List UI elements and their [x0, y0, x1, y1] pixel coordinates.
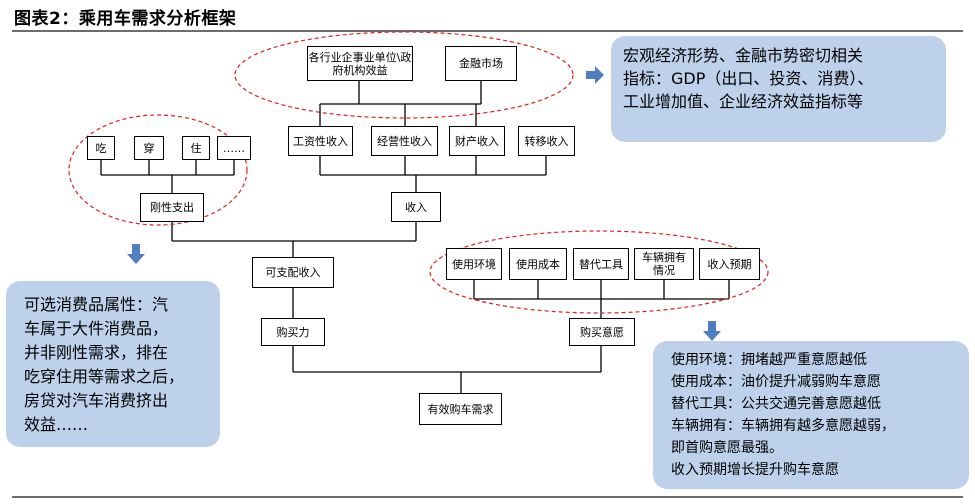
callout-intent-line: 使用环境：拥堵越严重意愿越低: [671, 352, 867, 368]
box-rigid-spending: 刚性支出: [140, 193, 204, 222]
box-income-expect-label: 收入预期: [707, 257, 752, 271]
box-enterprises: 各行业企事业单位\政府机构效益: [307, 46, 413, 81]
bottom-divider: [12, 496, 963, 498]
box-transfer-income: 转移收入: [518, 126, 575, 156]
box-substitute: 替代工具: [573, 248, 629, 280]
box-ownership: 车辆拥有情况: [634, 248, 694, 280]
box-eat: 吃: [87, 136, 115, 160]
callout-intent-line: 收入预期增长提升购车意愿: [671, 462, 839, 478]
callout-consumer-line: 房贷对汽车消费挤出: [24, 391, 169, 410]
top-divider: [12, 30, 963, 32]
box-etc-label: ……: [223, 141, 245, 155]
arrow-down-icon: [127, 244, 145, 264]
box-disposable-income: 可支配收入: [252, 257, 334, 288]
box-business-income: 经营性收入: [371, 126, 438, 156]
box-usage-cost: 使用成本: [509, 248, 567, 280]
box-income: 收入: [391, 192, 441, 222]
box-effective-demand: 有效购车需求: [419, 393, 502, 425]
box-property-income-label: 财产收入: [455, 134, 499, 148]
callout-macro-line: 指标：GDP（出口、投资、消费）、: [623, 69, 874, 88]
box-purchasing-power-label: 购买力: [276, 325, 310, 339]
box-rigid-spending-label: 刚性支出: [150, 201, 194, 214]
callout-consumer: 可选消费品属性：汽 车属于大件消费品， 并非刚性需求，排在 吃穿住用等需求之后，…: [6, 281, 220, 447]
callout-intent-line: 车辆拥有：车辆拥有越多意愿越弱，: [671, 418, 895, 434]
box-purchase-intent: 购买意愿: [569, 318, 635, 346]
callout-intent: 使用环境：拥堵越严重意愿越低 使用成本：油价提升减弱购车意愿 替代工具：公共交通…: [653, 341, 969, 489]
box-property-income: 财产收入: [449, 126, 505, 156]
box-wage-income: 工资性收入: [288, 126, 353, 156]
box-substitute-label: 替代工具: [579, 257, 623, 271]
callout-consumer-line: 吃穿住用等需求之后，: [24, 367, 185, 386]
box-business-income-label: 经营性收入: [377, 134, 432, 148]
arrow-down-icon: [703, 321, 721, 341]
callout-consumer-line: 车属于大件消费品，: [24, 319, 169, 338]
box-income-label: 收入: [405, 200, 427, 214]
box-usage-env: 使用环境: [446, 248, 502, 280]
box-usage-cost-label: 使用成本: [516, 257, 560, 271]
box-eat-label: 吃: [95, 141, 107, 155]
box-etc: ……: [217, 136, 251, 160]
box-live-label: 住: [190, 141, 202, 155]
box-effective-demand-label: 有效购车需求: [427, 402, 494, 416]
callout-consumer-line: 可选消费品属性：汽: [24, 295, 169, 314]
box-usage-env-label: 使用环境: [452, 257, 496, 271]
box-wear: 穿: [134, 136, 164, 160]
callout-macro-line: 宏观经济形势、金融市势密切相关: [623, 46, 864, 65]
dashed-ellipse-intent: [429, 230, 769, 314]
callout-intent-line: 替代工具：公共交通完善意愿越低: [671, 396, 881, 412]
box-live: 住: [182, 136, 210, 160]
box-purchasing-power: 购买力: [261, 318, 325, 346]
box-purchase-intent-label: 购买意愿: [580, 325, 624, 339]
callout-consumer-line: 效益……: [24, 415, 89, 434]
box-wage-income-label: 工资性收入: [293, 134, 348, 148]
box-ownership-label: 车辆拥有情况: [642, 251, 686, 277]
callout-macro: 宏观经济形势、金融市势密切相关 指标：GDP（出口、投资、消费）、 工业增加值、…: [611, 36, 946, 142]
dashed-ellipse-macro: [234, 31, 574, 119]
box-transfer-income-label: 转移收入: [524, 134, 569, 148]
dashed-ellipse-rigid: [68, 114, 248, 226]
box-disposable-income-label: 可支配收入: [265, 266, 321, 279]
callout-consumer-line: 并非刚性需求，排在: [24, 343, 169, 362]
callout-macro-line: 工业增加值、企业经济效益指标等: [623, 92, 864, 111]
callout-intent-line: 使用成本：油价提升减弱购车意愿: [671, 374, 881, 390]
box-enterprises-label: 各行业企事业单位\政府机构效益: [308, 50, 412, 77]
box-finance-market-label: 金融市场: [459, 57, 503, 70]
arrow-right-icon: [586, 66, 604, 84]
box-finance-market: 金融市场: [445, 46, 517, 81]
box-income-expect: 收入预期: [699, 248, 760, 280]
callout-intent-line: 即首购意愿最强。: [671, 440, 783, 456]
box-wear-label: 穿: [143, 141, 155, 155]
figure-title: 图表2：乘用车需求分析框架: [14, 9, 237, 29]
